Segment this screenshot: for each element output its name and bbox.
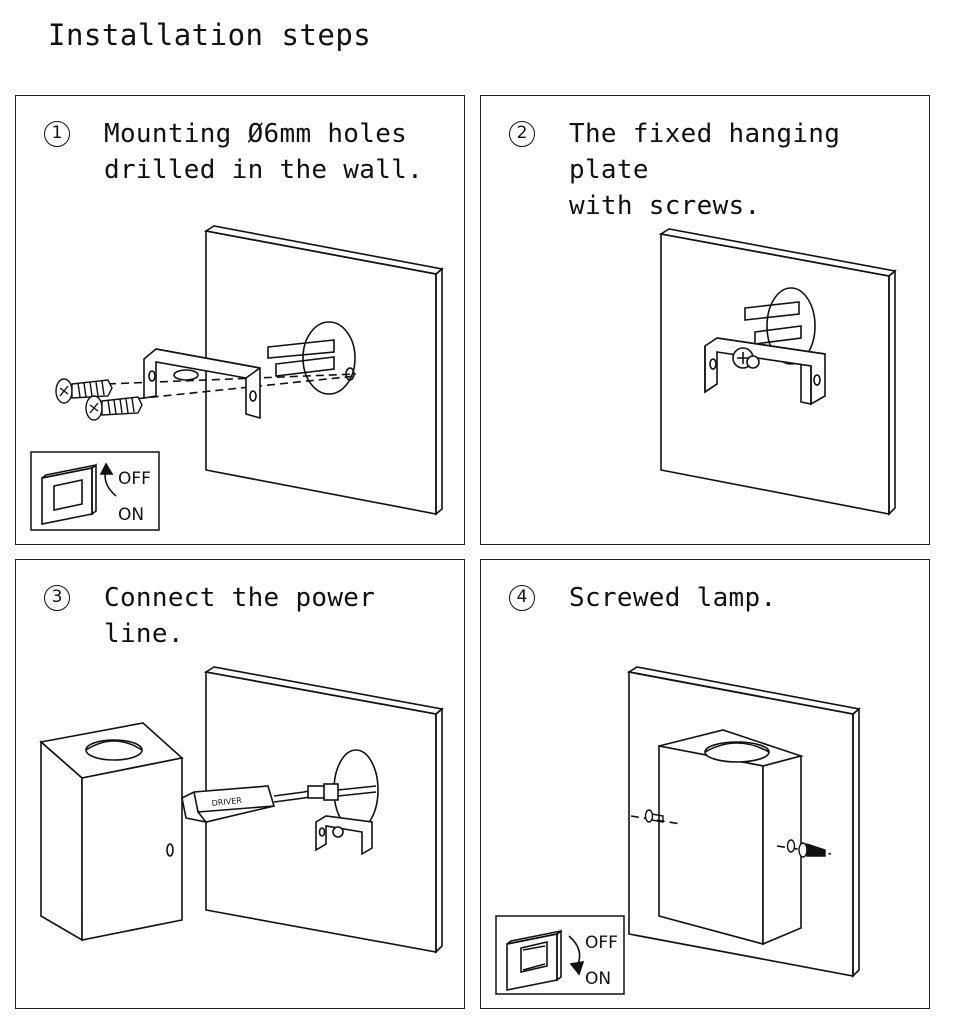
- cable-connector-icon: [307, 783, 339, 801]
- wall-anchor-icon: [744, 301, 802, 345]
- step-2-illustration: [658, 228, 897, 516]
- wall-anchor-icon: [267, 339, 335, 377]
- switch-on-label: ON: [585, 969, 611, 989]
- wall-hole: [766, 287, 816, 365]
- switch-off-label: OFF: [118, 469, 151, 489]
- step-3-illustration: DRIVER: [39, 666, 444, 954]
- step-description: Connect the power line.: [104, 583, 376, 649]
- step-number-badge: 3: [44, 585, 70, 611]
- wall-panel: [203, 225, 444, 516]
- step-panel-3: 3 Connect the power line. DRIVER: [15, 559, 465, 1009]
- wall-panel: [626, 666, 861, 978]
- wall-hole: [302, 321, 356, 395]
- step-description: Screwed lamp.: [569, 583, 777, 613]
- led-driver-icon: DRIVER: [181, 785, 276, 823]
- screw-icon: [644, 809, 664, 823]
- screw-head-icon: [732, 347, 760, 369]
- mounting-bracket-icon: [143, 348, 261, 420]
- driver-label: DRIVER: [211, 796, 242, 808]
- power-switch-on: OFF ON: [495, 915, 625, 995]
- switch-on-label: ON: [118, 505, 144, 525]
- step-number-badge: 4: [509, 585, 535, 611]
- wall-lamp-icon: [658, 729, 804, 946]
- step-4-illustration: OFF ON: [495, 666, 861, 995]
- step-number-badge: 1: [44, 121, 70, 147]
- screw-icon: [786, 839, 826, 858]
- screw-icon: [55, 378, 113, 404]
- page-title: Installation steps: [48, 18, 372, 52]
- power-switch-off: OFF ON: [30, 451, 160, 531]
- screw-icon: [85, 395, 143, 421]
- step-description: Mounting Ø6mm holes drilled in the wall.: [104, 119, 424, 185]
- step-panel-4: 4 Screwed lamp.: [480, 559, 930, 1009]
- mounting-bracket-icon: [315, 815, 373, 856]
- wall-panel: [203, 666, 444, 954]
- step-description: The fixed hanging plate with screws.: [569, 119, 841, 221]
- step-number-badge: 2: [509, 121, 535, 147]
- step-panel-2: 2 The fixed hanging plate with screws.: [480, 95, 930, 545]
- wall-lamp-icon: [39, 722, 184, 942]
- step-panel-1: 1 Mounting Ø6mm holes drilled in the wal…: [15, 95, 465, 545]
- step-1-illustration: OFF ON: [30, 225, 444, 531]
- wall-panel: [658, 228, 897, 516]
- switch-off-label: OFF: [585, 933, 618, 953]
- mounting-bracket-icon: [704, 337, 826, 406]
